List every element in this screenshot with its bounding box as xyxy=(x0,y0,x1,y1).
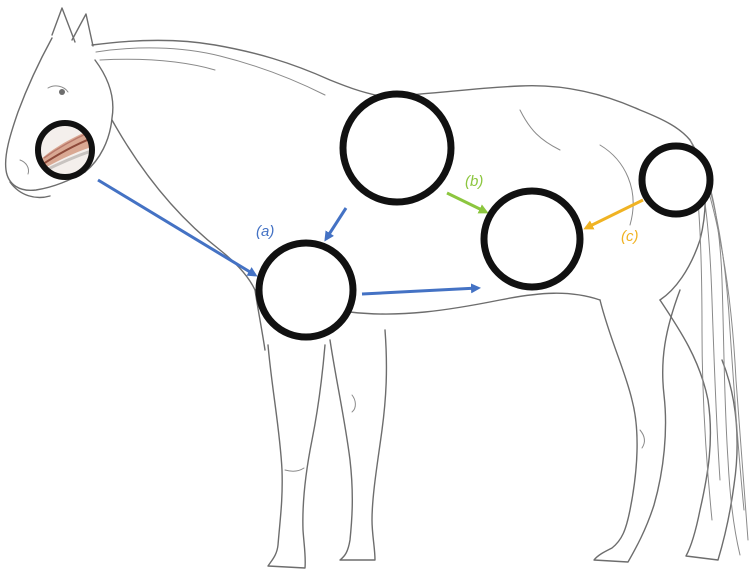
label-a: (a) xyxy=(256,223,274,240)
arrow-digestive-to-heart xyxy=(324,207,348,242)
label-b: (b) xyxy=(465,173,483,190)
inset-fetus xyxy=(480,187,584,291)
inset-digestive-organs xyxy=(339,90,455,206)
arrows xyxy=(97,178,644,296)
inset-heart xyxy=(255,239,357,341)
arrow-digestive-to-fetus xyxy=(446,191,489,214)
inset-reproductive-tract xyxy=(638,142,714,218)
inset-mouth xyxy=(35,120,95,180)
horse-outline xyxy=(4,7,749,569)
arrow-mouth-to-heart xyxy=(97,178,258,277)
label-c: (c) xyxy=(621,228,639,245)
arrow-heart-to-fetus xyxy=(361,283,481,296)
arrow-reproductive-to-fetus xyxy=(583,198,644,230)
